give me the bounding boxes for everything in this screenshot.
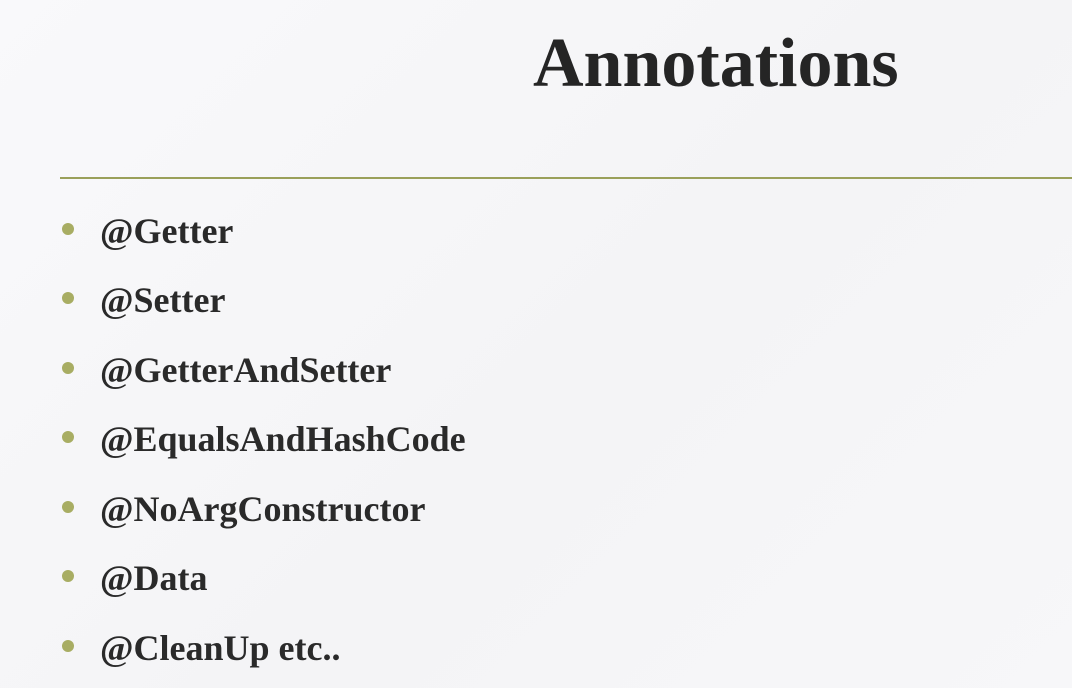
list-item: @GetterAndSetter xyxy=(60,335,466,405)
bullet-label: @GetterAndSetter xyxy=(100,349,392,390)
list-item: @NoArgConstructor xyxy=(60,474,466,544)
title-divider xyxy=(60,177,1072,179)
bullet-label: @NoArgConstructor xyxy=(100,488,426,529)
list-item: @Setter xyxy=(60,266,466,336)
bullet-list: @Getter @Setter @GetterAndSetter @Equals… xyxy=(60,196,466,683)
list-item: @Getter xyxy=(60,196,466,266)
bullet-dot-icon xyxy=(62,500,74,513)
bullet-dot-icon xyxy=(62,361,74,374)
list-item: @Data xyxy=(60,544,466,614)
bullet-label: @EqualsAndHashCode xyxy=(100,419,466,460)
bullet-label: @Setter xyxy=(100,280,226,321)
bullet-dot-icon xyxy=(62,292,74,305)
list-item: @EqualsAndHashCode xyxy=(60,405,466,475)
bullet-dot-icon xyxy=(62,570,74,583)
bullet-label: @CleanUp etc.. xyxy=(100,627,341,668)
bullet-dot-icon xyxy=(62,222,74,235)
slide-title: Annotations xyxy=(533,25,899,102)
bullet-label: @Data xyxy=(100,558,208,599)
bullet-dot-icon xyxy=(62,639,74,652)
bullet-dot-icon xyxy=(62,431,74,444)
list-item: @CleanUp etc.. xyxy=(60,613,466,683)
bullet-label: @Getter xyxy=(100,210,234,251)
